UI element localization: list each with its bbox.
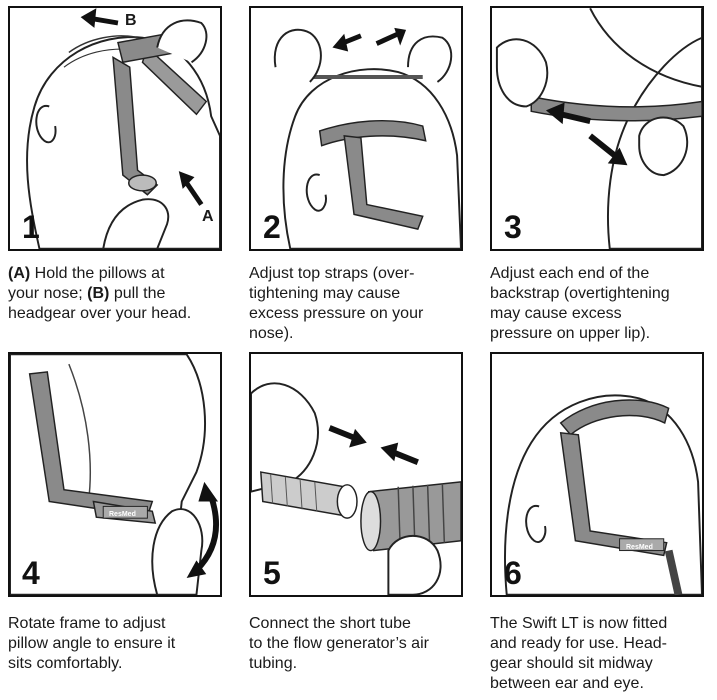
step-1-caption-bold-a: (A) — [8, 265, 31, 282]
step-2-caption: Adjust top straps (over- tightening may … — [249, 264, 471, 344]
step-3-drawing — [495, 8, 702, 249]
step-1-caption-text-3: pull the — [109, 285, 166, 302]
step-4-illustration: ResMed 4 — [8, 352, 222, 597]
step-5-number: 5 — [263, 555, 281, 591]
step-3-caption-line-1: Adjust each end of the — [490, 265, 650, 282]
step-6-caption-line-1: The Swift LT is now fitted — [490, 615, 668, 632]
step-6-caption-line-3: gear should sit midway — [490, 655, 653, 672]
step-3-illustration: 3 — [490, 6, 704, 251]
step-4-caption-line-2: pillow angle to ensure it — [8, 635, 176, 652]
step-5-caption-line-2: to the flow generator’s air — [249, 635, 429, 652]
step-3-caption-line-3: may cause excess — [490, 305, 622, 322]
step-1-label-a: A — [202, 208, 214, 225]
step-6-illustration: ResMed 6 — [490, 352, 704, 597]
step-2-number: 2 — [263, 209, 281, 245]
step-1-illustration: B A 1 — [8, 6, 222, 251]
step-1-caption-line-2: your nose; (B) pull the — [8, 284, 230, 304]
step-2-caption-line-2: tightening may cause — [249, 285, 401, 302]
step-6-drawing — [504, 394, 702, 595]
step-5-caption-line-1: Connect the short tube — [249, 615, 411, 632]
step-1-caption-line-3: headgear over your head. — [8, 305, 192, 322]
step-4-number: 4 — [22, 555, 40, 591]
step-6-caption-line-2: and ready for use. Head- — [490, 635, 667, 652]
step-4-caption-line-1: Rotate frame to adjust — [8, 615, 166, 632]
step-1-caption-line-1: (A) Hold the pillows at — [8, 264, 230, 284]
step-2-drawing — [273, 27, 461, 249]
step-3-caption-line-4: pressure on upper lip). — [490, 325, 651, 342]
step-3-number: 3 — [504, 209, 522, 245]
step-1-drawing — [26, 8, 220, 249]
step-1-caption-text-1: Hold the pillows at — [30, 265, 165, 282]
step-1-caption-bold-b: (B) — [87, 285, 110, 302]
step-3-caption-line-2: backstrap (overtightening — [490, 285, 670, 302]
step-2-caption-line-4: nose). — [249, 325, 294, 342]
step-5-caption: Connect the short tube to the flow gener… — [249, 614, 471, 674]
step-1-number: 1 — [22, 209, 40, 245]
step-3-caption: Adjust each end of the backstrap (overti… — [490, 264, 712, 344]
step-4-caption: Rotate frame to adjust pillow angle to e… — [8, 614, 230, 674]
step-1-label-b: B — [125, 12, 137, 29]
step-5-drawing — [251, 382, 461, 595]
step-4-drawing — [10, 354, 219, 595]
step-6-brand-label: ResMed — [626, 544, 653, 551]
step-4-caption-line-3: sits comfortably. — [8, 655, 123, 672]
step-6-caption-line-4: between ear and eye. — [490, 675, 644, 692]
step-2-caption-line-3: excess pressure on your — [249, 305, 424, 322]
step-6-number: 6 — [504, 555, 522, 591]
step-4-brand-label: ResMed — [109, 511, 136, 518]
step-2-caption-line-1: Adjust top straps (over- — [249, 265, 415, 282]
step-1-caption-text-2: your nose; — [8, 285, 88, 302]
step-2-illustration: 2 — [249, 6, 463, 251]
step-1-caption: (A) Hold the pillows at your nose; (B) p… — [8, 264, 230, 324]
step-5-illustration: 5 — [249, 352, 463, 597]
step-6-caption: The Swift LT is now fitted and ready for… — [490, 614, 712, 694]
step-5-caption-line-3: tubing. — [249, 655, 298, 672]
